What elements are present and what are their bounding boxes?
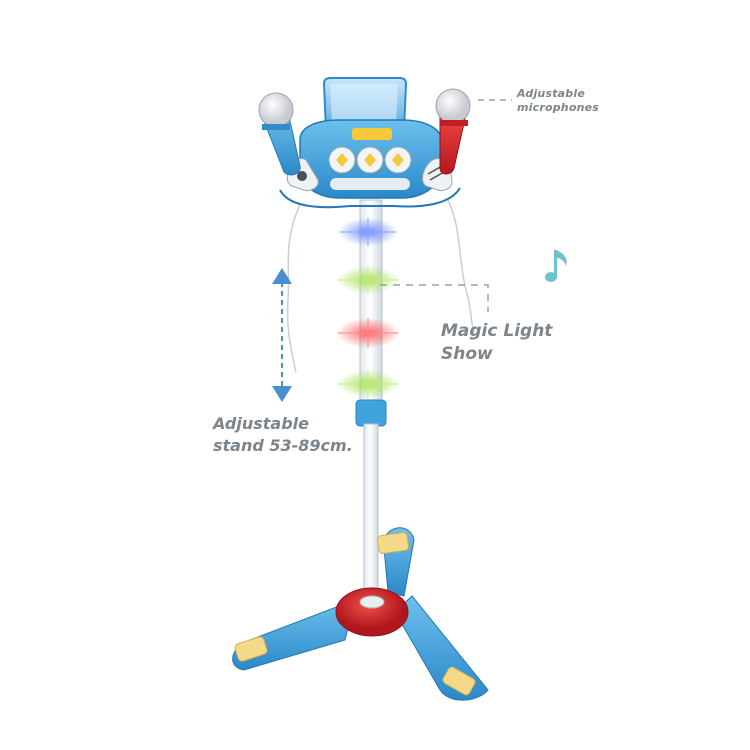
right-microphone (435, 88, 471, 175)
leader-line-light-show (380, 284, 489, 312)
microphones-caption-line2: microphones (517, 101, 600, 114)
light-show-glows (336, 218, 400, 398)
stand-caption-line2: stand 53-89cm. (213, 436, 353, 455)
base-hub (335, 587, 409, 637)
stand-caption: Adjustable stand 53-89cm. (213, 413, 353, 457)
right-mic-cable (447, 199, 475, 333)
height-arrow-icon (272, 268, 292, 402)
music-note-icon (545, 250, 567, 282)
stand-pole-collar (355, 399, 387, 427)
light-show-caption: Magic Light Show (441, 320, 552, 366)
stand-pole-lower (363, 423, 379, 603)
tripod-base (232, 527, 489, 701)
left-mic-cable (286, 204, 301, 373)
left-microphone (258, 92, 301, 176)
stand-caption-line1: Adjustable (213, 414, 309, 433)
light-show-caption-line1: Magic Light (441, 321, 553, 341)
light-show-caption-line2: Show (441, 344, 493, 364)
control-panel-head (279, 77, 461, 209)
microphones-caption: Adjustable microphones (517, 87, 599, 115)
microphones-caption-line1: Adjustable (517, 87, 585, 100)
